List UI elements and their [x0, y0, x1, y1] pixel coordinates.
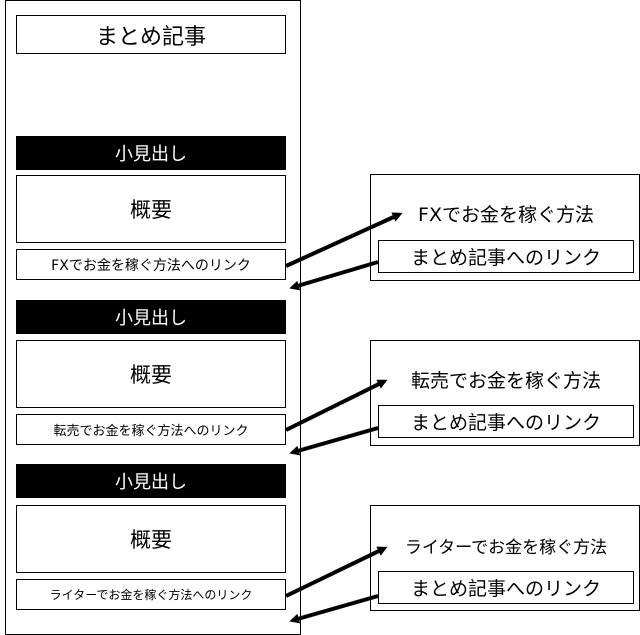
section-1-link[interactable]: FXでお金を稼ぐ方法へのリンク [16, 249, 286, 280]
target-article-3-title: ライターでお金を稼ぐ方法 [404, 537, 608, 558]
page-title: まとめ記事 [16, 15, 286, 54]
arrow-back-from-target-2 [289, 426, 379, 456]
target-article-2-title: 転売でお金を稼ぐ方法 [410, 369, 601, 392]
arrow-to-target-3 [285, 546, 388, 598]
arrow-back-from-target-1 [289, 260, 379, 291]
section-3-link[interactable]: ライターでお金を稼ぐ方法へのリンク [16, 579, 286, 610]
section-1-summary: 概要 [16, 175, 286, 243]
arrow-back-from-target-3 [289, 594, 379, 624]
arrow-to-target-2 [285, 379, 388, 432]
section-2-link[interactable]: 転売でお金を稼ぐ方法へのリンク [16, 414, 286, 445]
target-article-1-back-link[interactable]: まとめ記事へのリンク [378, 240, 634, 273]
target-article-3-back-link[interactable]: まとめ記事へのリンク [378, 571, 634, 604]
section-3-heading: 小見出し [16, 464, 286, 498]
target-article-1-title: FXでお金を稼ぐ方法 [418, 203, 594, 226]
section-1-heading: 小見出し [16, 136, 286, 170]
target-article-2-back-link[interactable]: まとめ記事へのリンク [378, 405, 634, 438]
section-2-summary: 概要 [16, 340, 286, 408]
section-2-heading: 小見出し [16, 300, 286, 334]
arrow-to-target-1 [285, 212, 403, 268]
section-3-summary: 概要 [16, 505, 286, 573]
